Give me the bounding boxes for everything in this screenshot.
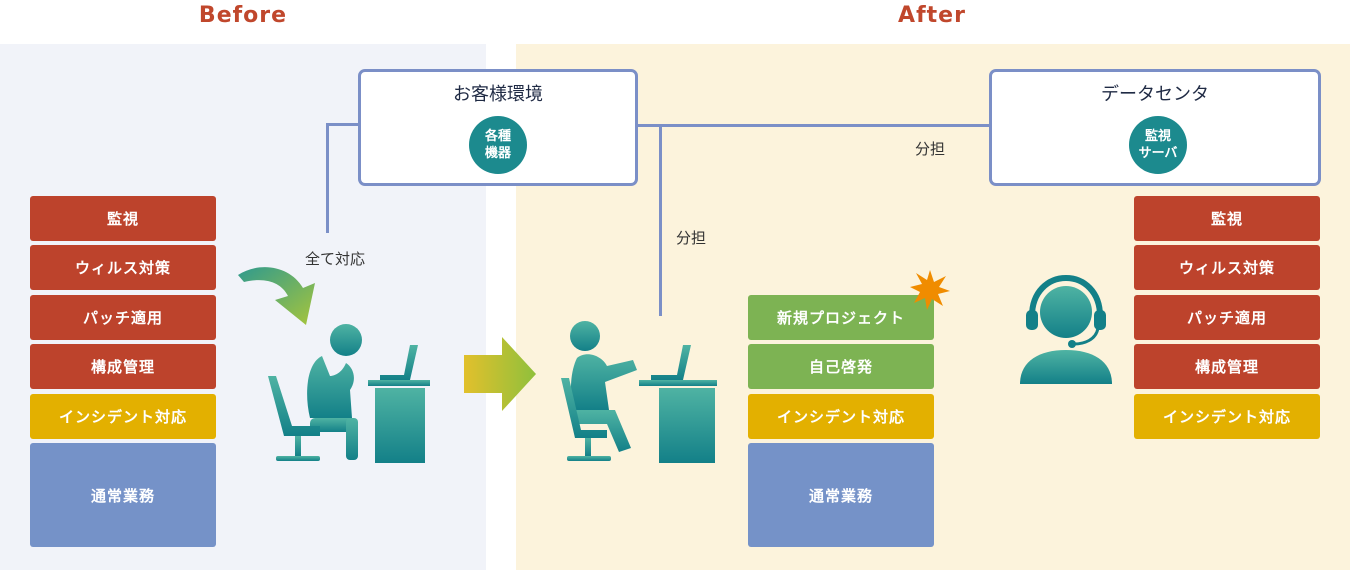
busy-worker-icon — [268, 324, 430, 463]
datacenter-task-antivirus: ウィルス対策 — [1134, 245, 1320, 290]
devices-label-2: 機器 — [484, 146, 511, 161]
before-task-monitoring: 監視 — [30, 196, 216, 241]
datacenter-box: データセンタ 監視 サーバ — [989, 69, 1321, 186]
after-task-self-development: 自己啓発 — [748, 344, 934, 389]
relaxed-worker-icon — [561, 321, 717, 463]
connector-after-vertical — [659, 124, 662, 316]
customer-environment-title: お客様環境 — [453, 84, 543, 105]
connector-before-horizontal — [326, 123, 360, 126]
customer-environment-box: お客様環境 各種 機器 — [358, 69, 638, 186]
new-starburst-icon — [910, 270, 950, 310]
after-header: After — [898, 3, 966, 28]
connector-after-horizontal — [636, 124, 992, 127]
after-task-new-project: 新規プロジェクト — [748, 295, 934, 340]
before-task-antivirus: ウィルス対策 — [30, 245, 216, 290]
devices-circle: 各種 機器 — [469, 116, 527, 174]
share-label-vertical: 分担 — [676, 229, 707, 247]
after-task-incident: インシデント対応 — [748, 394, 934, 439]
curved-arrow-icon — [238, 267, 315, 325]
after-task-normal: 通常業務 — [748, 443, 934, 547]
monitoring-server-label-2: サーバ — [1138, 146, 1178, 161]
datacenter-task-patch: パッチ適用 — [1134, 295, 1320, 340]
before-task-normal: 通常業務 — [30, 443, 216, 547]
datacenter-task-config: 構成管理 — [1134, 344, 1320, 389]
all-handled-label: 全て対応 — [305, 250, 366, 268]
before-task-incident: インシデント対応 — [30, 394, 216, 439]
datacenter-title: データセンタ — [1101, 84, 1209, 105]
before-header: Before — [198, 3, 288, 28]
devices-label-1: 各種 — [484, 129, 511, 144]
share-label-horizontal: 分担 — [915, 140, 946, 158]
datacenter-task-monitoring: 監視 — [1134, 196, 1320, 241]
connector-before-vertical — [326, 123, 329, 233]
datacenter-task-incident: インシデント対応 — [1134, 394, 1320, 439]
monitoring-server-label-1: 監視 — [1144, 129, 1171, 144]
before-task-config: 構成管理 — [30, 344, 216, 389]
monitoring-server-circle: 監視 サーバ — [1129, 116, 1187, 174]
transition-arrow-icon — [464, 337, 536, 411]
before-task-patch: パッチ適用 — [30, 295, 216, 340]
operator-headset-icon — [1020, 274, 1112, 384]
